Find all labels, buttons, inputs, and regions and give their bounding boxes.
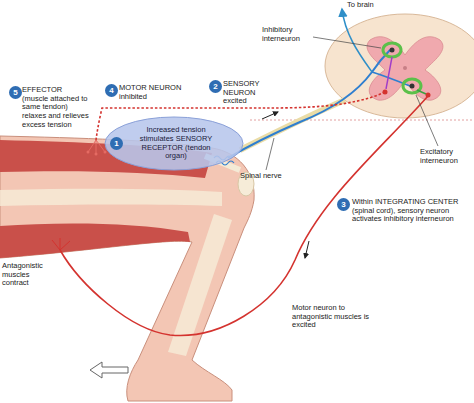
central-canal xyxy=(403,66,407,70)
nerve-endings xyxy=(88,140,105,154)
nerve-endings xyxy=(52,238,70,250)
callout-number-text: 1 xyxy=(110,137,123,150)
cell-body xyxy=(410,84,415,89)
label-text: SENSORY NEURON excited xyxy=(223,80,281,106)
leg-outline xyxy=(0,136,254,401)
femur xyxy=(0,189,222,206)
dotted-guide xyxy=(250,120,474,121)
nerve-ending xyxy=(104,151,107,154)
callout-number: 3 xyxy=(337,198,350,211)
inhibitory-interneuron xyxy=(383,43,401,57)
excitatory-synapse xyxy=(417,90,426,94)
label-text: MOTOR NEURON inhibited xyxy=(119,84,191,101)
callout-number-text: 4 xyxy=(105,84,118,97)
gray-matter xyxy=(367,37,443,100)
nerve-ending xyxy=(87,151,90,154)
callout-oval: Increased tension stimulates SENSORY REC… xyxy=(104,116,244,171)
callout-number-text: 5 xyxy=(9,86,22,99)
callout-number: 2 xyxy=(209,80,222,93)
callout-text: Increased tension stimulates SENSORY REC… xyxy=(134,126,218,161)
direction-arrow xyxy=(262,112,278,119)
callout-number-text: 3 xyxy=(337,198,350,211)
label-text: EFFECTOR (muscle attached to same tendon… xyxy=(22,86,90,129)
label-text: Motor neuron to antagonistic muscles is … xyxy=(292,304,384,330)
label-text: To brain xyxy=(347,1,387,10)
label-text: Spinal nerve xyxy=(240,172,292,181)
direction-arrow xyxy=(305,241,309,258)
sensory-neuron xyxy=(228,50,390,158)
leader-line xyxy=(266,138,274,170)
ascending-tract xyxy=(342,9,372,72)
label-text: Antagonistic muscles contract xyxy=(2,262,58,288)
oval-shape xyxy=(105,117,243,170)
callout-number: 5 xyxy=(9,86,22,99)
nerve-ending xyxy=(95,153,98,156)
label-text: Inhibitory interneuron xyxy=(262,26,312,43)
cell-body xyxy=(390,48,395,53)
leader-line xyxy=(313,37,381,48)
callout-number-text: 2 xyxy=(209,80,222,93)
callout-number: 1 xyxy=(110,137,123,150)
movement-arrow xyxy=(90,362,128,378)
hamstring-muscle xyxy=(0,224,190,258)
label-text: Excitatory interneuron xyxy=(420,148,472,165)
inhibitory-synapse xyxy=(386,57,392,89)
leader-line xyxy=(416,95,438,146)
label-text: Within INTEGRATING CENTER (spinal cord),… xyxy=(352,198,468,224)
callout-number: 4 xyxy=(105,84,118,97)
